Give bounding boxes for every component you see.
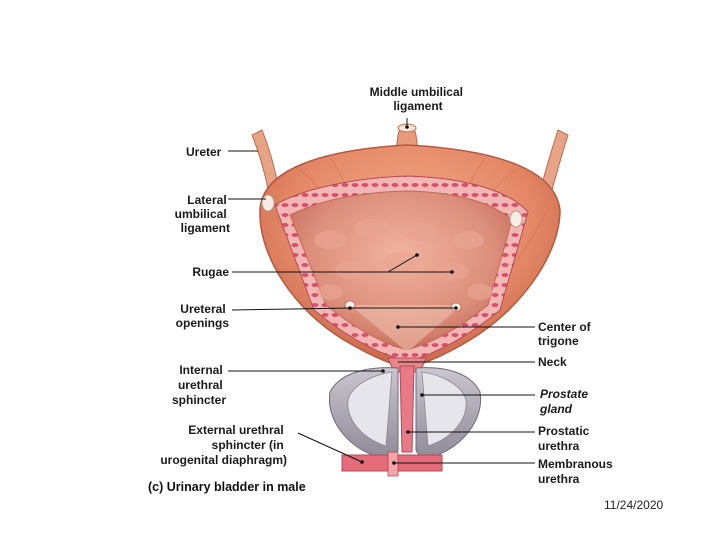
label-ureteral-openings: Ureteral openings xyxy=(176,302,230,330)
left-external-sphincter xyxy=(341,454,389,472)
label-ureter: Ureter xyxy=(186,145,222,159)
label-prostatic-urethra: Prostatic urethra xyxy=(538,424,593,453)
prostatic-urethra-shape xyxy=(399,365,415,453)
footer-date: 11/24/2020 xyxy=(604,498,664,512)
label-prostate-gland: Prostate gland xyxy=(539,387,591,416)
figure-caption: (c) Urinary bladder in male xyxy=(148,480,306,494)
leader-dots xyxy=(348,125,458,465)
label-neck: Neck xyxy=(538,355,567,369)
label-internal-urethral-sphincter: Internal urethral sphincter xyxy=(172,363,226,407)
label-middle-umbilical-ligament: Middle umbilical ligament xyxy=(370,85,467,113)
label-lateral-umbilical-ligament: Lateral umbilical ligament xyxy=(175,193,230,235)
label-membranous-urethra: Membranous urethra xyxy=(538,457,616,486)
label-external-urethral-sphincter: External urethral sphincter (in urogenit… xyxy=(160,423,287,467)
label-center-of-trigone: Center of trigone xyxy=(538,320,594,348)
label-rugae: Rugae xyxy=(192,265,229,279)
